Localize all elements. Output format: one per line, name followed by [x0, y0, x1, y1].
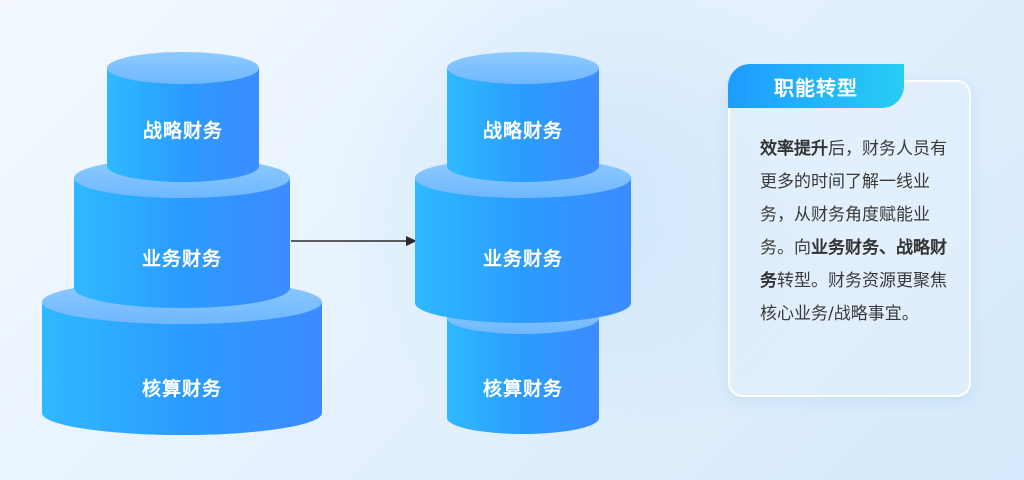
arrow-right-icon — [291, 236, 417, 246]
info-card — [728, 80, 971, 397]
card-text-segment-3: 转型。财务资源更聚焦核心业务/战略事宜。 — [760, 271, 947, 324]
right-top-cylinder: 战略财务 — [447, 52, 599, 182]
left-bottom-cylinder: 核算财务 — [42, 280, 322, 435]
right-bottom-label: 核算财务 — [482, 378, 563, 400]
card-text-segment-2: 业务财务、战略财务 — [760, 238, 947, 291]
right-top-label: 战略财务 — [482, 120, 563, 142]
card-title: 职能转型 — [728, 64, 904, 108]
left-top-cylinder: 战略财务 — [107, 52, 259, 182]
card-description: 效率提升后，财务人员有更多的时间了解一线业务，从财务角度赋能业务。向业务财务、战… — [760, 133, 950, 331]
right-middle-label: 业务财务 — [482, 248, 563, 270]
card-text-segment-1: 后，财务人员有更多的时间了解一线业务，从财务角度赋能业务。向 — [760, 139, 947, 258]
card-text-segment-0: 效率提升 — [760, 139, 828, 159]
left-middle-label: 业务财务 — [141, 248, 222, 270]
left-bottom-label: 核算财务 — [141, 378, 222, 400]
left-top-label: 战略财务 — [142, 120, 223, 142]
right-middle-cylinder: 业务财务 — [415, 158, 631, 323]
